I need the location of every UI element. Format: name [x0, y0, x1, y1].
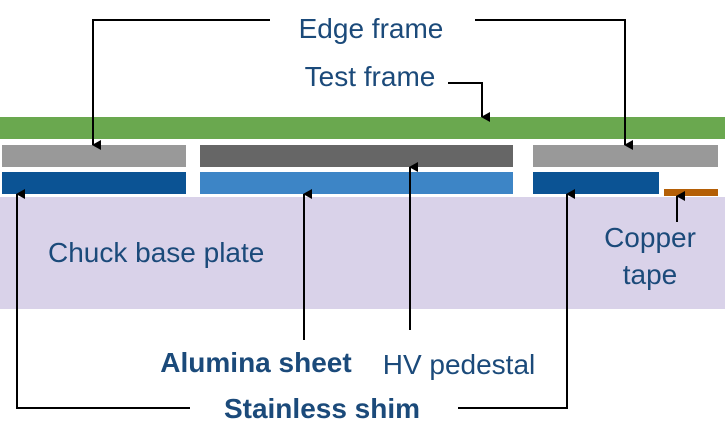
test-frame-arrow [448, 82, 490, 122]
label-test-frame: Test frame [305, 61, 436, 92]
stainless-shim-right [533, 172, 659, 194]
label-copper-tape-line1: Copper [604, 222, 696, 253]
hv-pedestal-block [200, 145, 513, 167]
label-chuck-base-plate: Chuck base plate [48, 237, 264, 268]
stainless-shim-left [2, 172, 186, 194]
alumina-sheet-block [200, 172, 513, 194]
label-copper-tape-line2: tape [623, 259, 678, 290]
edge-frame-right [533, 145, 718, 167]
edge-frame-left [2, 145, 186, 167]
label-edge-frame: Edge frame [299, 13, 444, 44]
stainless-shim-arrow-left [16, 189, 190, 409]
label-alumina-sheet: Alumina sheet [160, 347, 351, 378]
label-hv-pedestal: HV pedestal [383, 349, 536, 380]
stainless-shim-arrow-right [458, 189, 575, 409]
edge-frame-arrow-left [92, 19, 270, 150]
test-frame-bar [0, 117, 725, 139]
edge-frame-arrow-right [475, 19, 633, 150]
chuck-base-plate [0, 197, 725, 309]
copper-tape-strip [664, 189, 718, 196]
label-stainless-shim: Stainless shim [224, 393, 420, 424]
